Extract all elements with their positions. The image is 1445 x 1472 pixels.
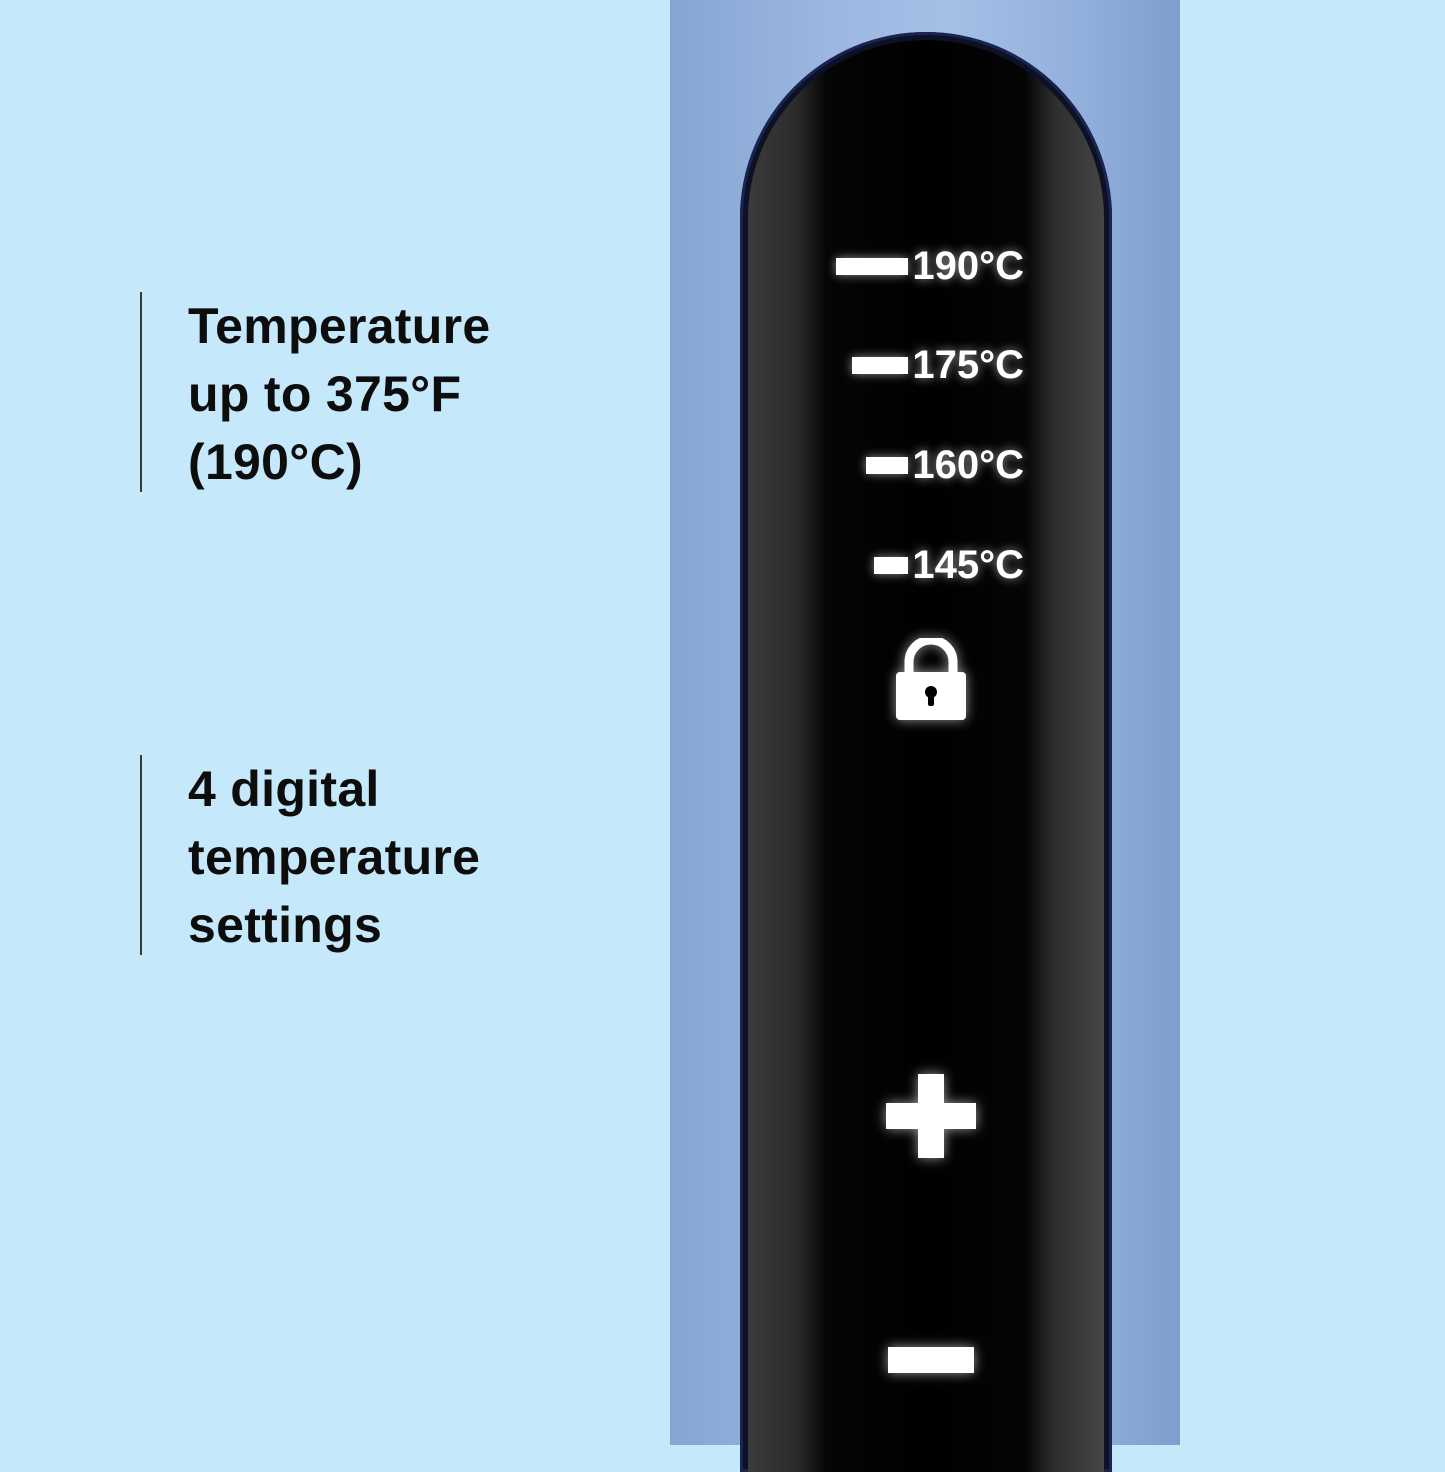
temperature-setting-190[interactable]: 190°C [836,246,1024,286]
feature-callout-temperature-settings: 4 digital temperature settings [140,755,480,955]
feature-text-line: up to 375°F [188,366,462,422]
plus-icon[interactable] [886,1074,976,1158]
feature-text-line: 4 digital [188,761,380,817]
temperature-level-bar [836,257,909,275]
temperature-label: 160°C [912,443,1024,487]
temperature-setting-145[interactable]: 145°C [874,545,1024,585]
temperature-label: 145°C [912,543,1024,587]
temperature-setting-175[interactable]: 175°C [852,345,1024,385]
temperature-setting-160[interactable]: 160°C [866,445,1024,485]
digital-display: 190°C 175°C 160°C 145°C [748,40,1104,1472]
temperature-label: 175°C [912,343,1024,387]
feature-text-line: Temperature [188,298,491,354]
feature-text-line: temperature [188,829,481,885]
feature-callout-max-temperature: Temperature up to 375°F (190°C) [140,292,490,492]
control-panel: 190°C 175°C 160°C 145°C [740,32,1112,1472]
lock-icon[interactable] [893,638,969,722]
temperature-level-bar [866,456,909,474]
temperature-label: 190°C [912,244,1024,288]
feature-text-line: settings [188,897,383,953]
temperature-level-bar [852,356,909,374]
temperature-level-bar [874,556,909,574]
feature-text-line: (190°C) [188,434,363,490]
minus-icon[interactable] [888,1346,974,1374]
